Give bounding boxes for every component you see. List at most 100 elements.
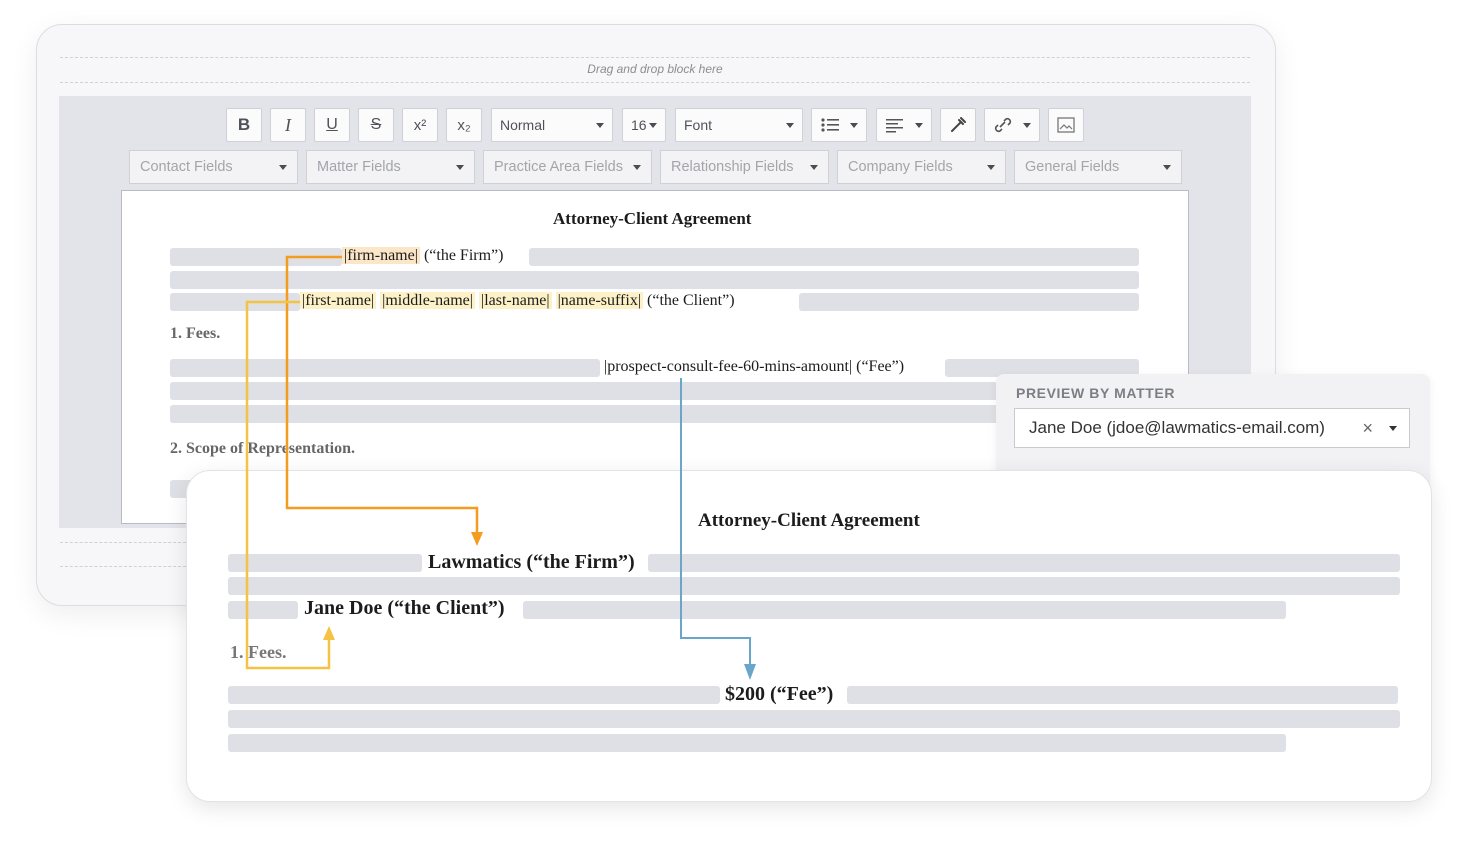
text-placeholder-bar [799,293,1139,311]
chevron-down-icon [456,164,464,170]
paragraph-style-value: Normal [500,117,546,133]
text-placeholder-bar [170,248,342,266]
chevron-down-icon [810,164,818,170]
name-suffix-tag[interactable]: |name-suffix| [555,292,644,309]
chevron-down-icon [649,122,657,128]
text-placeholder-bar [945,359,1139,377]
italic-label: I [285,114,291,135]
clear-icon[interactable]: × [1362,417,1373,438]
client-suffix: (“the Client”) [647,292,735,309]
bullet-list-icon [821,118,839,132]
lower-drop-border [60,542,186,543]
superscript-button[interactable]: x² [402,108,438,142]
strikethrough-button[interactable]: S [358,108,394,142]
dropdown-label: General Fields [1025,159,1120,175]
general-fields-dropdown[interactable]: General Fields [1014,150,1182,184]
firm-arrow-head [471,532,483,546]
link-icon [994,117,1012,133]
client-line: |first-name| |middle-name| |last-name| |… [300,292,735,310]
relationship-fields-dropdown[interactable]: Relationship Fields [660,150,829,184]
first-name-tag[interactable]: |first-name| [300,292,377,309]
strikethrough-label: S [370,116,382,133]
italic-button[interactable]: I [270,108,306,142]
chevron-down-icon [1023,122,1031,128]
selected-matter: Jane Doe (jdoe@lawmatics-email.com) [1029,418,1325,437]
text-placeholder-bar [170,359,600,377]
preview-by-matter-label: PREVIEW BY MATTER [1016,385,1176,401]
preview-fee-line: $200 (“Fee”) [725,683,834,705]
text-placeholder-bar [847,686,1398,704]
dropdown-label: Matter Fields [317,159,401,175]
text-placeholder-bar [228,577,1400,595]
image-button[interactable] [1048,108,1084,142]
fee-line: |prospect-consult-fee-60-mins-amount| (“… [604,358,904,376]
underline-label: U [326,116,338,133]
preview-client-line: Jane Doe (“the Client”) [304,597,505,619]
drop-zone-top-border [60,57,1250,58]
matter-fields-dropdown[interactable]: Matter Fields [306,150,475,184]
dropdown-label: Relationship Fields [671,159,794,175]
preview-by-matter-panel: PREVIEW BY MATTER Jane Doe (jdoe@lawmati… [996,374,1430,484]
text-placeholder-bar [228,734,1286,752]
client-arrow-head [323,626,335,640]
client-arrow-line [245,300,331,670]
contact-fields-dropdown[interactable]: Contact Fields [129,150,298,184]
font-family-value: Font [684,117,713,133]
text-placeholder-bar [228,710,1400,728]
fee-arrow-line [680,378,751,668]
align-button[interactable] [876,108,932,142]
chevron-down-icon [850,122,858,128]
underline-button[interactable]: U [314,108,350,142]
font-size-select[interactable]: 16 [622,108,666,142]
text-placeholder-bar [228,686,720,704]
chevron-down-icon[interactable] [1389,425,1397,431]
superscript-label: x² [413,116,427,134]
dropdown-label: Contact Fields [140,159,233,175]
chevron-down-icon [1163,164,1171,170]
chevron-down-icon [596,122,604,128]
dropdown-label: Company Fields [848,159,953,175]
drop-hint[interactable]: Drag and drop block here [587,62,723,76]
align-left-icon [886,119,903,133]
firm-arrow-line [285,255,479,536]
font-family-select[interactable]: Font [675,108,803,142]
firm-suffix: (“the Firm”) [423,247,504,264]
fee-arrow-head [744,664,756,680]
bold-button[interactable]: B [226,108,262,142]
chevron-down-icon [633,164,641,170]
matter-select[interactable]: Jane Doe (jdoe@lawmatics-email.com) × [1014,408,1410,448]
link-button[interactable] [984,108,1040,142]
image-icon [1057,117,1075,133]
lower-drop-border-2 [60,566,186,567]
preview-title: Attorney-Client Agreement [698,510,920,531]
company-fields-dropdown[interactable]: Company Fields [837,150,1006,184]
chevron-down-icon [786,122,794,128]
text-placeholder-bar [529,248,1139,266]
last-name-tag[interactable]: |last-name| [478,292,552,309]
subscript-button[interactable]: x₂ [446,108,482,142]
text-placeholder-bar [523,601,1286,619]
template-title: Attorney-Client Agreement [553,209,752,228]
text-placeholder-bar [228,554,422,572]
firm-name-tag[interactable]: |firm-name| [342,247,420,264]
preview-section-fees: 1. Fees. [230,642,287,662]
firm-line: |firm-name| (“the Firm”) [342,247,503,265]
list-button[interactable] [811,108,867,142]
paragraph-style-select[interactable]: Normal [491,108,613,142]
color-picker-button[interactable] [940,108,976,142]
bold-label: B [237,115,251,134]
middle-name-tag[interactable]: |middle-name| [380,292,475,309]
practice-area-fields-dropdown[interactable]: Practice Area Fields [483,150,652,184]
text-placeholder-bar [170,271,1139,289]
drop-zone-bottom-border [60,82,1250,83]
text-placeholder-bar [228,601,298,619]
text-placeholder-bar [170,405,1139,423]
fee-amount-tag[interactable]: |prospect-consult-fee-60-mins-amount| [604,358,853,375]
dropdown-label: Practice Area Fields [494,159,623,175]
chevron-down-icon [279,164,287,170]
section-scope-heading: 2. Scope of Representation. [170,440,356,457]
fee-suffix: (“Fee”) [856,358,905,375]
chevron-down-icon [987,164,995,170]
font-size-value: 16 [631,117,647,133]
